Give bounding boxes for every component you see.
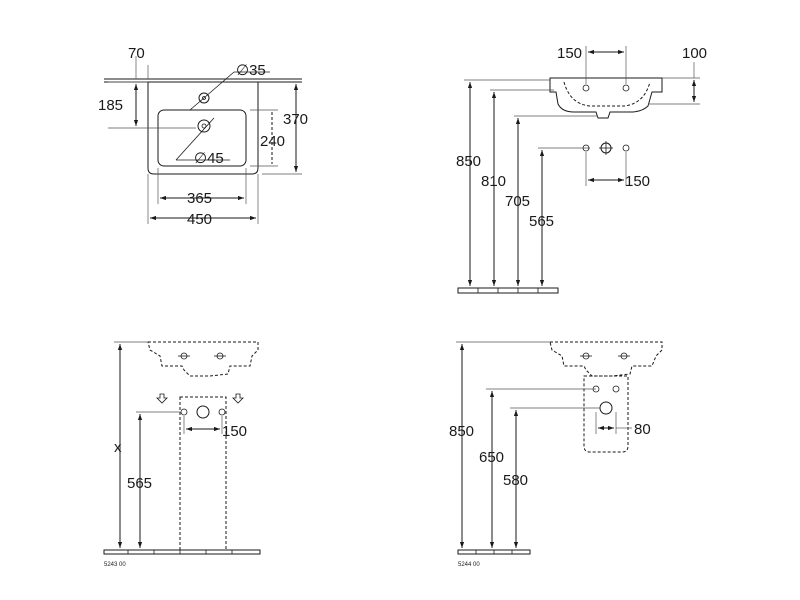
pedestal-view: 150 x 565 5243 00 bbox=[103, 341, 261, 568]
semi-pedestal-dashed bbox=[583, 375, 629, 453]
dim-label-240: 240 bbox=[260, 133, 285, 150]
dim-label-100: 100 bbox=[682, 45, 707, 62]
product-code: 5244 00 bbox=[458, 562, 480, 568]
tap-hole-right bbox=[622, 84, 630, 92]
basin-front-outline bbox=[549, 77, 663, 119]
dim-label-x: x bbox=[114, 439, 122, 456]
drain-hole bbox=[197, 119, 211, 133]
dim-label-565: 565 bbox=[529, 213, 554, 230]
supply-connection-right bbox=[622, 144, 630, 152]
floor bbox=[457, 287, 559, 294]
dim-label-810: 810 bbox=[481, 173, 506, 190]
dim-label-70: 70 bbox=[128, 45, 145, 62]
basin-outline bbox=[147, 82, 259, 175]
semi-pedestal-view: 80 850 650 580 5244 00 bbox=[449, 341, 663, 568]
arrow-down-icon bbox=[232, 393, 244, 404]
basin-bowl bbox=[157, 109, 247, 167]
dim-label-150-pipe: 150 bbox=[625, 173, 650, 190]
dim-label-dia45: ∅45 bbox=[194, 150, 224, 167]
drain-hole-center bbox=[201, 123, 207, 129]
tap-hole-center bbox=[202, 96, 206, 100]
dim-label-365: 365 bbox=[187, 190, 212, 207]
pedestal-dashed bbox=[179, 396, 227, 551]
dim-label-450: 450 bbox=[187, 211, 212, 228]
tap-hole bbox=[198, 92, 210, 104]
basin-dashed-outline bbox=[549, 341, 663, 377]
floor bbox=[103, 549, 261, 555]
dim-label-185: 185 bbox=[98, 97, 123, 114]
product-code: 5243 00 bbox=[104, 562, 126, 568]
dim-label-565: 565 bbox=[127, 475, 152, 492]
waste-connection bbox=[196, 405, 210, 419]
dim-label-650: 650 bbox=[479, 449, 504, 466]
dim-label-150-top: 150 bbox=[557, 45, 582, 62]
dim-label-850: 850 bbox=[456, 153, 481, 170]
dim-label-850: 850 bbox=[449, 423, 474, 440]
arrow-down-icon bbox=[156, 393, 168, 404]
supply-connection-left bbox=[582, 144, 590, 152]
waste-connection bbox=[599, 401, 613, 415]
dim-label-150: 150 bbox=[222, 423, 247, 440]
plan-view: 70 185 ∅35 ∅45 370 240 365 450 bbox=[98, 45, 308, 228]
tap-hole-left bbox=[582, 84, 590, 92]
basin-inner-dashed bbox=[563, 81, 651, 107]
dim-label-370: 370 bbox=[283, 111, 308, 128]
dim-label-580: 580 bbox=[503, 472, 528, 489]
front-view: 150 100 850 810 705 565 bbox=[456, 45, 707, 294]
basin-dashed-outline bbox=[147, 341, 259, 377]
dim-label-80: 80 bbox=[634, 421, 651, 438]
dim-label-705: 705 bbox=[505, 193, 530, 210]
dim-label-dia35: ∅35 bbox=[236, 62, 266, 79]
